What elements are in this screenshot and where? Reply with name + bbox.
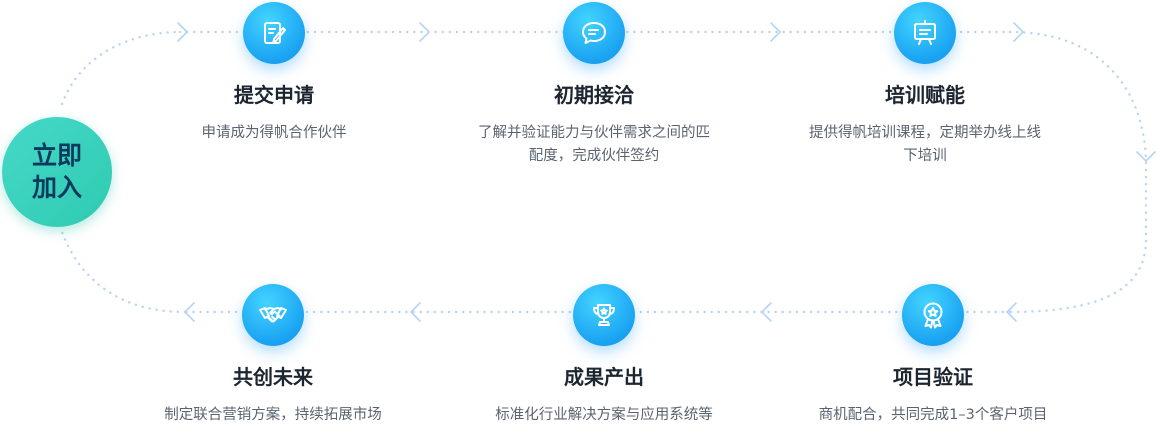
- arrow-chevron: [1006, 302, 1017, 322]
- track-bottom-left-arc: [60, 230, 187, 314]
- handshake-icon: [242, 284, 304, 346]
- step-training-enablement: 培训赋能 提供得帆培训课程，定期举办线上线下培训: [795, 2, 1055, 168]
- step-project-validation: 项目验证 商机配合，共同完成1–3个客户项目: [803, 284, 1063, 427]
- step-description: 标准化行业解决方案与应用系统等: [495, 407, 713, 423]
- step-title: 初期接洽: [554, 83, 634, 107]
- step-description: 商机配合，共同完成1–3个客户项目: [818, 407, 1048, 423]
- join-now-line2: 加入: [31, 173, 82, 202]
- arrow-chevron: [184, 302, 195, 322]
- step-title: 项目验证: [893, 365, 973, 389]
- step-title: 成果产出: [564, 365, 644, 389]
- step-description: 申请成为得帆合作伙伴: [201, 125, 347, 141]
- presentation-board-icon: [894, 2, 956, 64]
- step-initial-contact: 初期接洽 了解并验证能力与伙伴需求之间的匹配度，完成伙伴签约: [464, 2, 724, 168]
- arrow-chevron: [410, 302, 421, 322]
- step-title: 共创未来: [233, 365, 313, 389]
- trophy-icon: [573, 284, 635, 346]
- step-description: 了解并验证能力与伙伴需求之间的匹配度，完成伙伴签约: [478, 125, 710, 164]
- step-description: 制定联合营销方案，持续拓展市场: [164, 407, 382, 423]
- step-submit-application: 提交申请 申请成为得帆合作伙伴: [144, 2, 404, 145]
- step-title: 提交申请: [234, 83, 314, 107]
- edit-document-icon: [243, 2, 305, 64]
- arrow-chevron: [177, 22, 188, 42]
- join-now-line1: 立即: [31, 141, 82, 170]
- step-co-create-future: 共创未来 制定联合营销方案，持续拓展市场: [143, 284, 403, 427]
- step-description: 提供得帆培训课程，定期举办线上线下培训: [809, 125, 1041, 164]
- arrow-chevron: [1013, 22, 1024, 42]
- join-now-button[interactable]: 立即 加入: [2, 117, 112, 227]
- step-title: 培训赋能: [885, 83, 965, 107]
- award-badge-icon: [902, 284, 964, 346]
- arrow-chevron: [761, 302, 772, 322]
- arrow-chevron: [1136, 151, 1156, 162]
- chat-bubble-icon: [563, 2, 625, 64]
- step-results-output: 成果产出 标准化行业解决方案与应用系统等: [474, 284, 734, 427]
- arrow-chevron: [419, 22, 430, 42]
- arrow-chevron: [770, 22, 781, 42]
